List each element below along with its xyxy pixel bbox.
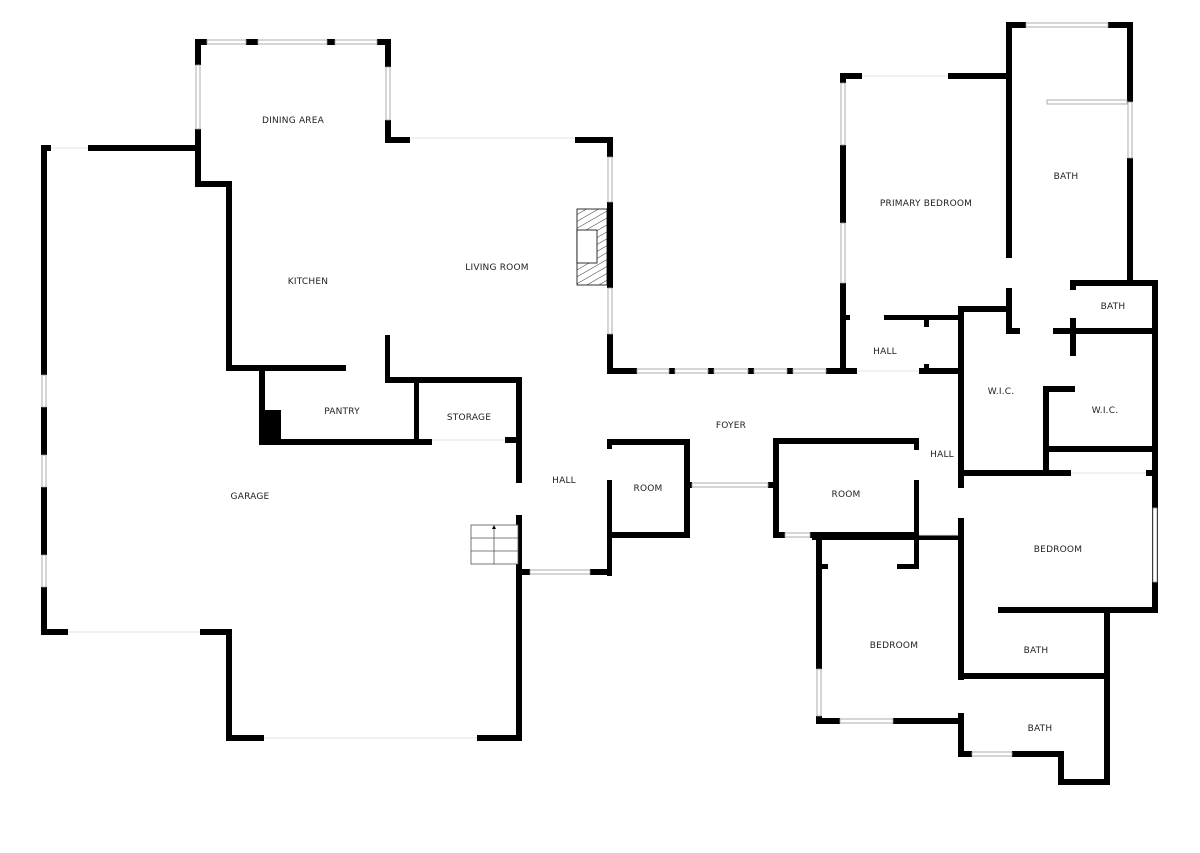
room-label-bedroom-east: BEDROOM xyxy=(1033,545,1083,555)
windows xyxy=(41,22,1158,757)
room-label-storage: STORAGE xyxy=(446,413,492,423)
room-label-wic-2: W.I.C. xyxy=(1091,406,1119,416)
room-label-living-room: LIVING ROOM xyxy=(465,263,529,273)
openings xyxy=(51,75,1146,739)
room-label-foyer: FOYER xyxy=(715,421,747,431)
room-label-bath-small: BATH xyxy=(1100,302,1126,312)
room-label-kitchen: KITCHEN xyxy=(287,277,329,287)
room-label-hall-east: HALL xyxy=(930,450,954,460)
room-label-room-mid: ROOM xyxy=(831,490,861,500)
fireplace xyxy=(576,208,608,286)
room-label-hall-west: HALL xyxy=(552,476,576,486)
room-label-bath-3: BATH xyxy=(1027,724,1053,734)
room-label-dining-area: DINING AREA xyxy=(262,116,324,126)
walls xyxy=(41,22,1158,785)
room-label-pantry: PANTRY xyxy=(324,407,360,417)
room-label-wic-1: W.I.C. xyxy=(987,387,1015,397)
room-label-garage: GARAGE xyxy=(230,492,270,502)
room-label-bedroom-south: BEDROOM xyxy=(869,641,919,651)
stairs xyxy=(470,524,519,565)
room-label-hall-primary: HALL xyxy=(873,347,897,357)
room-label-primary-bath: BATH xyxy=(1053,172,1079,182)
room-label-room-small: ROOM xyxy=(633,484,663,494)
room-label-bath-2: BATH xyxy=(1023,646,1049,656)
room-label-primary-bedroom: PRIMARY BEDROOM xyxy=(879,199,973,209)
